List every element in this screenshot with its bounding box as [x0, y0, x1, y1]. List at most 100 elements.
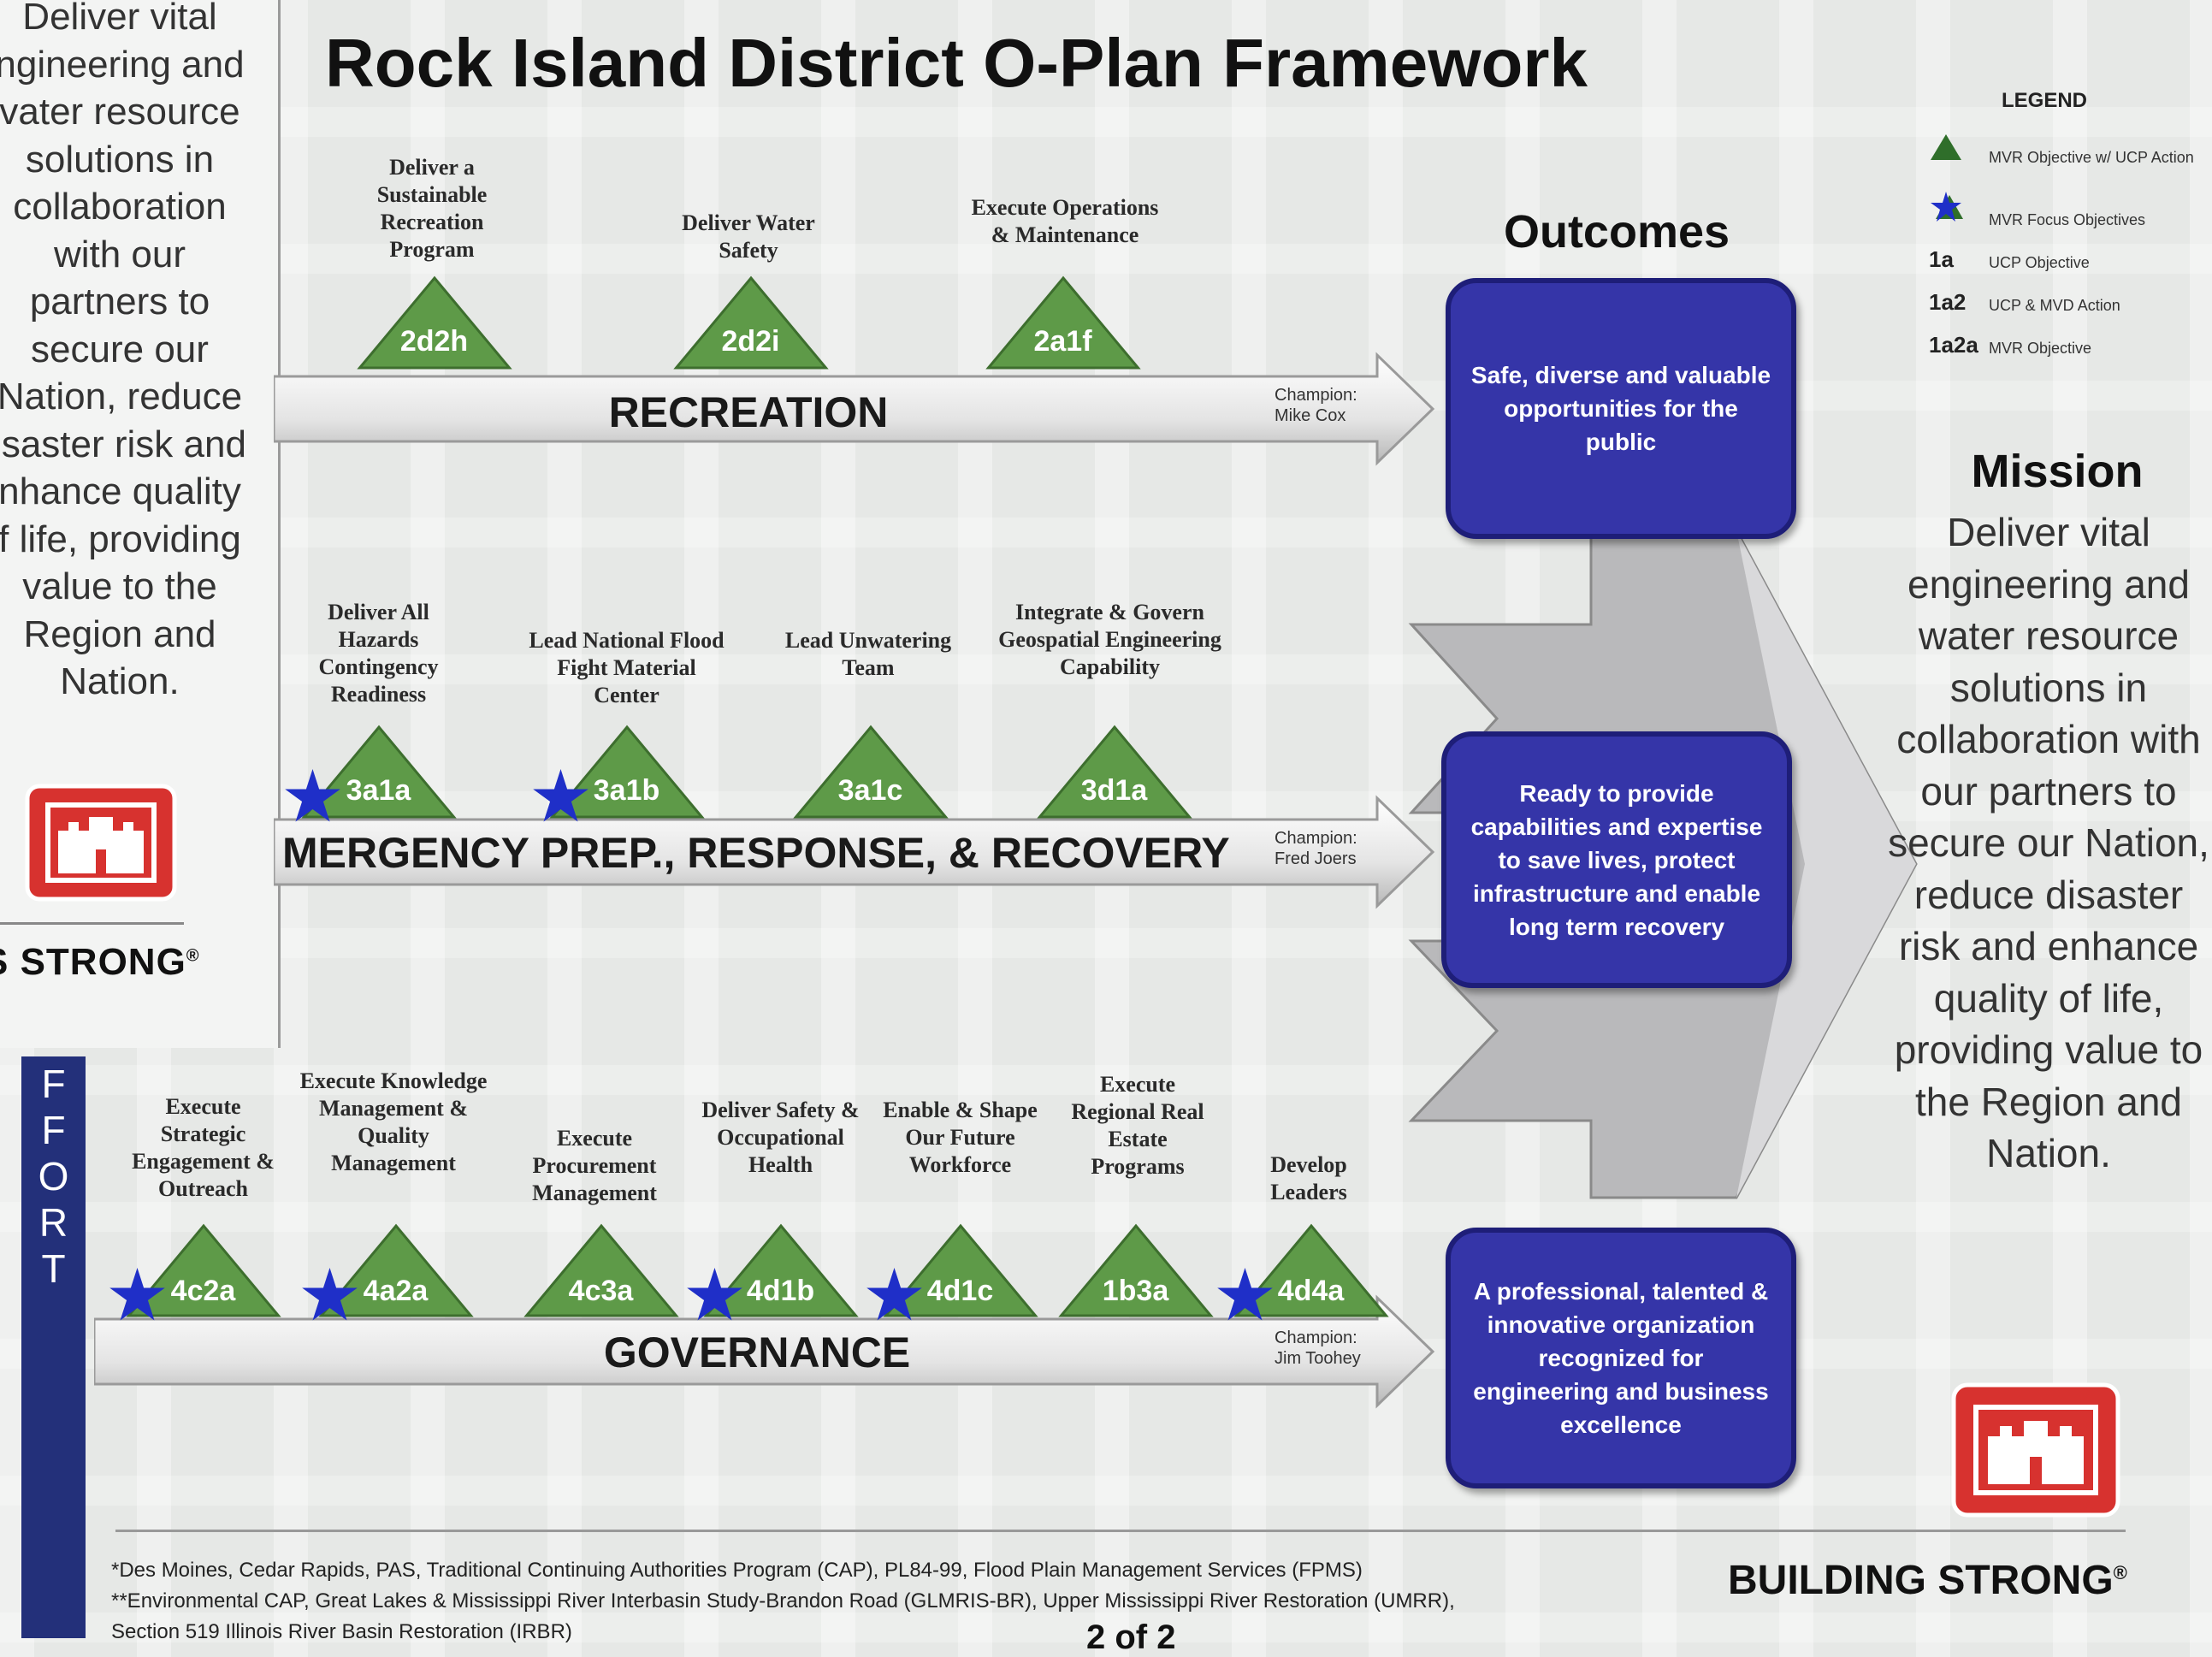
left-mission-line: solutions in [25, 138, 215, 180]
effort-letter: R [38, 1200, 68, 1245]
legend-text: MVR Objective [1989, 340, 2092, 358]
mission-text: Deliver vital engineering and water reso… [1888, 510, 2209, 1175]
champion-name: Fred Joers [1275, 849, 1357, 868]
objective-code: 4d1c [926, 1275, 994, 1307]
left-divider [0, 922, 184, 925]
objective-label: Execute Procurement Management [532, 1126, 657, 1205]
legend-key: 1a [1929, 246, 1954, 272]
legend-text: MVR Focus Objectives [1989, 211, 2146, 229]
objective-code: 3d1a [1080, 774, 1148, 807]
left-mission-line: with our [53, 233, 186, 275]
line-of-effort-label: GOVERNANCE [603, 1329, 911, 1376]
legend-key: 1a2 [1929, 289, 1967, 315]
outcomes-heading: Outcomes [1503, 206, 1730, 257]
champion-text: Champion:Mike Cox [1275, 385, 1357, 426]
footnote: *Des Moines, Cedar Rapids, PAS, Traditio… [111, 1559, 1363, 1582]
castle-logo-icon [25, 784, 177, 902]
objective-label: Lead Unwatering Team [784, 628, 952, 680]
legend-row-ucp-objective: 1a UCP Objective [1929, 246, 2168, 273]
blue-star-icon [1931, 192, 1963, 222]
effort-letter: O [38, 1154, 69, 1198]
objective-code: 4c2a [170, 1275, 236, 1307]
champion-label: Champion: [1275, 1329, 1357, 1347]
objective-label: Execute Regional Real Estate Programs [1071, 1072, 1204, 1179]
objective-label: Enable & Shape Our Future Workforce [883, 1098, 1038, 1177]
line-of-effort-label: MERGENCY PREP., RESPONSE, & RECOVERY [282, 829, 1230, 877]
left-mission-line: Region and [23, 612, 216, 655]
page-number: 2 of 2 [1086, 1619, 1176, 1656]
legend-text: MVR Objective w/ UCP Action [1989, 149, 2194, 167]
footnote: Section 519 Illinois River Basin Restora… [111, 1620, 572, 1643]
left-mission-line: f life, providing [0, 518, 241, 560]
footer-divider [115, 1530, 2126, 1532]
champion-text: Champion:Fred Joers [1275, 828, 1357, 869]
outcome-box: Ready to provide capabilities and expert… [1441, 731, 1792, 988]
effort-bar [21, 1056, 86, 1638]
left-mission-line: ngineering and [0, 43, 245, 86]
left-mission-line: vater resource [0, 91, 240, 133]
champion-label: Champion: [1275, 386, 1357, 405]
mission-heading: Mission [1971, 446, 2144, 497]
left-mission-line: isaster risk and [0, 423, 246, 465]
objective-label: Deliver All Hazards Contingency Readines… [318, 600, 439, 707]
champion-name: Jim Toohey [1275, 1349, 1361, 1368]
left-mission-line: Nation. [60, 660, 180, 702]
objective-code: 1b3a [1102, 1275, 1169, 1307]
legend-text: UCP Objective [1989, 254, 2090, 272]
objective-label: Deliver Safety & Occupational Health [701, 1098, 860, 1177]
effort-letter: F [41, 1108, 66, 1152]
left-mission-text: Deliver vital ngineering and vater resou… [0, 0, 274, 706]
objective-label: Develop Leaders [1270, 1152, 1347, 1204]
left-mission-line: secure our [31, 328, 209, 370]
objective-label: Execute Knowledge Management & Quality M… [299, 1068, 488, 1175]
page-title: Rock Island District O-Plan Framework [325, 25, 1588, 101]
left-mission-line: Deliver vital [22, 0, 217, 38]
outcome-box: Safe, diverse and valuable opportunities… [1446, 278, 1796, 539]
legend-row-star: MVR Focus Objectives [1929, 190, 2168, 230]
objective-label: Deliver a Sustainable Recreation Program [376, 155, 488, 262]
building-strong-text: BUILDING STRONG [1728, 1558, 2114, 1603]
castle-logo-icon [1951, 1382, 2120, 1518]
outcome-box: A professional, talented & innovative or… [1446, 1228, 1796, 1488]
champion-text: Champion: Jim Toohey [1275, 1328, 1361, 1369]
objective-label: Integrate & Govern Geospatial Engineerin… [998, 600, 1221, 679]
legend-title: LEGEND [2002, 89, 2088, 112]
left-mission-line: partners to [29, 281, 210, 323]
left-mission-line: nhance quality [0, 470, 241, 512]
left-mission-line: collaboration [13, 186, 227, 228]
recreation-arrow [274, 352, 1435, 466]
effort-letter: F [41, 1062, 66, 1106]
legend-row-triangle: MVR Objective w/ UCP Action [1929, 133, 2194, 168]
champion-name: Mike Cox [1275, 406, 1346, 425]
objective-code: 3a1b [593, 774, 660, 807]
registered-mark: ® [186, 946, 200, 966]
objective-code: 3a1a [346, 774, 411, 807]
objective-code: 4d1b [746, 1275, 815, 1307]
objective-code: 3a1c [837, 774, 903, 807]
objective-code: 4d4a [1277, 1275, 1345, 1307]
left-mission-line: value to the [22, 565, 217, 607]
objective-code: 2d2i [721, 325, 780, 358]
objective-code: 2d2h [399, 325, 469, 358]
legend-key: 1a2a [1929, 332, 1978, 358]
effort-letter: T [41, 1246, 66, 1291]
registered-mark: ® [2113, 1562, 2127, 1583]
left-slide-fragment: Deliver vital ngineering and vater resou… [0, 0, 281, 1048]
line-of-effort-label: RECREATION [608, 388, 889, 436]
footnote: **Environmental CAP, Great Lakes & Missi… [111, 1589, 1455, 1613]
objective-label: Execute Strategic Engagement & Outreach [132, 1094, 275, 1201]
effort-label: F F O R T [21, 1061, 86, 1292]
left-building-strong: S STRONG® [0, 941, 200, 984]
left-mission-line: Nation, reduce [0, 376, 243, 417]
objective-code: 4a2a [363, 1275, 429, 1307]
objective-label: Lead National Flood Fight Material Cente… [529, 628, 725, 707]
objective-code: 4c3a [568, 1275, 634, 1307]
objective-label: Deliver Water Safety [682, 210, 815, 263]
green-triangle-icon [1931, 134, 1961, 160]
objective-code: 2a1f [1033, 325, 1092, 358]
building-strong-tagline: BUILDING STRONG® [1728, 1557, 2127, 1604]
left-building-strong-text: S STRONG [0, 941, 186, 983]
objective-label: Execute Operations & Maintenance [971, 195, 1159, 247]
champion-label: Champion: [1275, 829, 1357, 848]
